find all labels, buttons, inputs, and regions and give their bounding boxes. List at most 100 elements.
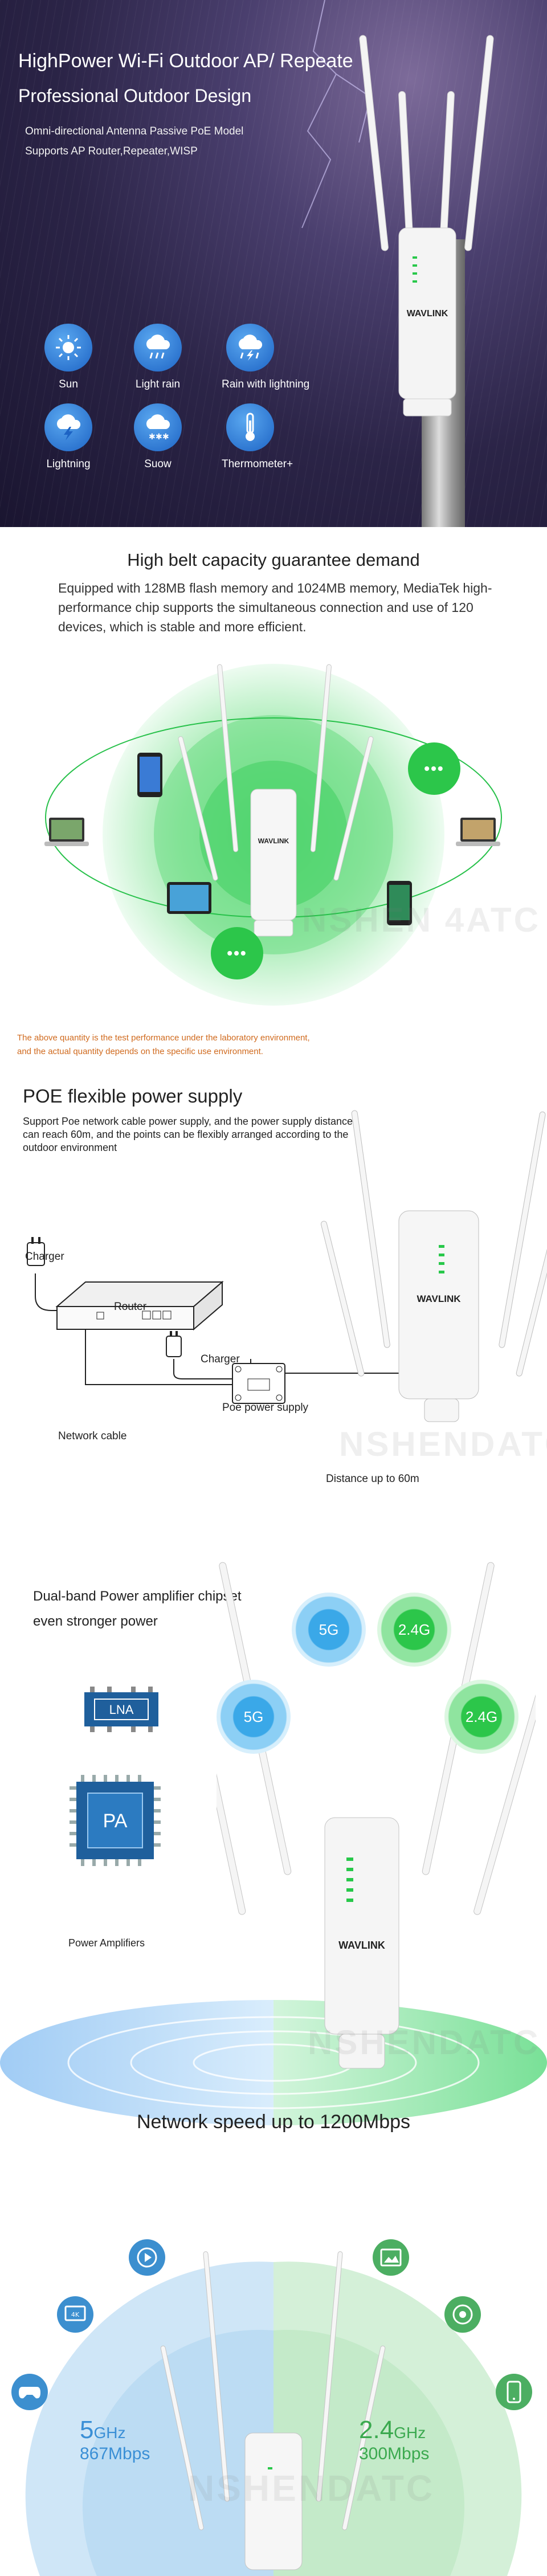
rain-lightning-icon bbox=[226, 324, 274, 372]
section-body: Equipped with 128MB flash memory and 102… bbox=[58, 581, 492, 634]
watermark: NSHENDATC bbox=[188, 2468, 435, 2509]
weather-label: Suow bbox=[144, 458, 172, 470]
weather-item-sun: Sun bbox=[40, 324, 97, 391]
lna-chip-icon: LNA bbox=[84, 1687, 158, 1732]
band-5g-badge: 5G bbox=[217, 1680, 291, 1754]
weather-item-rain-lightning: Rain with lightning bbox=[222, 324, 310, 391]
more-devices-bubble: ••• bbox=[408, 742, 460, 795]
device-image-amp: WAVLINK bbox=[217, 1562, 536, 2069]
band-number: 2.4 bbox=[359, 2416, 394, 2444]
charger-icon bbox=[27, 1237, 45, 1266]
router-label: Router bbox=[114, 1301, 147, 1313]
band-5g-badge: 5G bbox=[292, 1593, 366, 1667]
device-image-hero: WAVLINK bbox=[359, 35, 494, 417]
tablet-device-image bbox=[166, 881, 212, 918]
band-rate: 300Mbps bbox=[359, 2444, 430, 2463]
section-title: High belt capacity guarantee demand bbox=[127, 550, 420, 570]
svg-text:✱: ✱ bbox=[149, 432, 156, 440]
weather-label: Lightning bbox=[46, 458, 91, 470]
lightning-icon bbox=[44, 403, 92, 451]
lab-note: The above quantity is the test performan… bbox=[17, 1031, 310, 1059]
charger-label: Charger bbox=[25, 1251, 64, 1263]
hero-feature-line-2: Supports AP Router,Repeater,WISP bbox=[25, 145, 198, 157]
4k-video-icon: 4K bbox=[57, 2296, 93, 2333]
speed-section: 4K 5GHz 867Mbps 2.4GHz 300Mbps NSHENDATC bbox=[0, 2159, 547, 2576]
thermometer-icon bbox=[226, 403, 274, 451]
band-24g-label: 2.4G bbox=[465, 1708, 498, 1725]
image-icon bbox=[373, 2239, 409, 2276]
watermark: NSHENDATC bbox=[308, 2023, 541, 2061]
weather-item-light-rain: Light rain bbox=[129, 324, 186, 391]
sun-icon bbox=[44, 324, 92, 372]
svg-text:✱: ✱ bbox=[156, 432, 162, 440]
pa-label: PA bbox=[103, 1810, 128, 1832]
section-body: Support Poe network cable power supply, … bbox=[23, 1116, 353, 1153]
weather-item-snow: ✱✱✱ Suow bbox=[129, 403, 186, 471]
network-cable-label: Network cable bbox=[58, 1430, 127, 1442]
laptop-device-image-right bbox=[456, 817, 500, 854]
band-unit: GHz bbox=[394, 2424, 426, 2442]
snow-icon: ✱✱✱ bbox=[134, 403, 182, 451]
band-24g-label: 2.4G bbox=[398, 1620, 431, 1638]
weather-item-thermometer: Thermometer+ bbox=[222, 403, 293, 471]
more-devices-bubble: ••• bbox=[211, 927, 263, 979]
hero-feature-line-1: Omni-directional Antenna Passive PoE Mod… bbox=[25, 125, 244, 137]
amplifier-section: Dual-band Power amplifier chipset even s… bbox=[0, 1550, 547, 2159]
hero-subtitle: Professional Outdoor Design bbox=[18, 85, 252, 106]
hero-section: HighPower Wi-Fi Outdoor AP/ Repeate Prof… bbox=[0, 0, 547, 527]
lab-note-line: The above quantity is the test performan… bbox=[17, 1033, 310, 1043]
poe-injector-icon bbox=[232, 1363, 285, 1404]
band-24g-badge: 2.4G bbox=[444, 1680, 519, 1754]
light-rain-icon bbox=[134, 324, 182, 372]
svg-text:4K: 4K bbox=[71, 2311, 80, 2318]
distance-label: Distance up to 60m bbox=[326, 1473, 419, 1485]
band-unit: GHz bbox=[93, 2424, 126, 2442]
device-brand-label: WAVLINK bbox=[407, 309, 448, 319]
band-5g-label: 5G bbox=[319, 1620, 339, 1638]
charger-icon bbox=[166, 1331, 182, 1357]
watermark: NSHENDATC bbox=[339, 1425, 547, 1463]
band-rate: 867Mbps bbox=[80, 2444, 150, 2463]
capacity-section: High belt capacity guarantee demand Equi… bbox=[0, 527, 547, 1085]
device-image-poe bbox=[320, 1110, 547, 1422]
lna-label: LNA bbox=[109, 1703, 134, 1717]
mobile-phone-icon bbox=[496, 2374, 532, 2410]
camera-aperture-icon bbox=[444, 2296, 481, 2333]
weather-item-lightning: Lightning bbox=[40, 403, 97, 471]
phone-device-image-right bbox=[386, 880, 413, 929]
band-24g-badge: 2.4G bbox=[377, 1593, 451, 1667]
speed-5ghz: 5GHz 867Mbps bbox=[80, 2416, 150, 2464]
band-5g-label: 5G bbox=[243, 1708, 264, 1725]
band-number: 5 bbox=[80, 2416, 94, 2444]
signal-ripple-floor bbox=[0, 2000, 547, 2125]
hero-title: HighPower Wi-Fi Outdoor AP/ Repeate bbox=[18, 50, 353, 72]
speed-24ghz: 2.4GHz 300Mbps bbox=[359, 2416, 429, 2464]
weather-label: Sun bbox=[59, 378, 78, 390]
charger-label: Charger bbox=[201, 1353, 240, 1365]
device-brand-label: WAVLINK bbox=[338, 1940, 385, 1951]
coverage-illustration: WAVLINK bbox=[45, 664, 502, 1006]
router-icon bbox=[55, 1280, 224, 1331]
svg-text:WAVLINK: WAVLINK bbox=[258, 837, 289, 845]
pa-chip-icon: PA bbox=[70, 1775, 161, 1866]
weather-label: Thermometer+ bbox=[222, 458, 293, 470]
phone-device-image bbox=[137, 752, 163, 801]
section-title: POE flexible power supply bbox=[23, 1085, 243, 1107]
poe-supply-label: Poe power supply bbox=[222, 1402, 309, 1414]
watermark: NSHEN 4ATC bbox=[302, 901, 541, 939]
weather-label: Rain with lightning bbox=[222, 378, 310, 390]
network-speed-heading: Network speed up to 1200Mbps bbox=[136, 2111, 411, 2133]
speed-fan-illustration bbox=[25, 2251, 522, 2576]
gamepad-icon bbox=[11, 2374, 48, 2410]
section-title: Dual-band Power amplifier chipset even s… bbox=[33, 1589, 242, 1629]
svg-text:✱: ✱ bbox=[162, 432, 169, 440]
play-icon bbox=[129, 2239, 165, 2276]
poe-section: POE flexible power supply Support Poe ne… bbox=[0, 1085, 547, 1550]
device-brand-label: WAVLINK bbox=[417, 1293, 461, 1304]
lab-note-line: and the actual quantity depends on the s… bbox=[17, 1047, 263, 1056]
laptop-device-image bbox=[44, 817, 89, 854]
power-amplifiers-label: Power Amplifiers bbox=[68, 1937, 145, 1949]
poe-wiring-diagram: WAVLINK bbox=[27, 1110, 547, 1422]
weather-label: Light rain bbox=[135, 378, 181, 390]
